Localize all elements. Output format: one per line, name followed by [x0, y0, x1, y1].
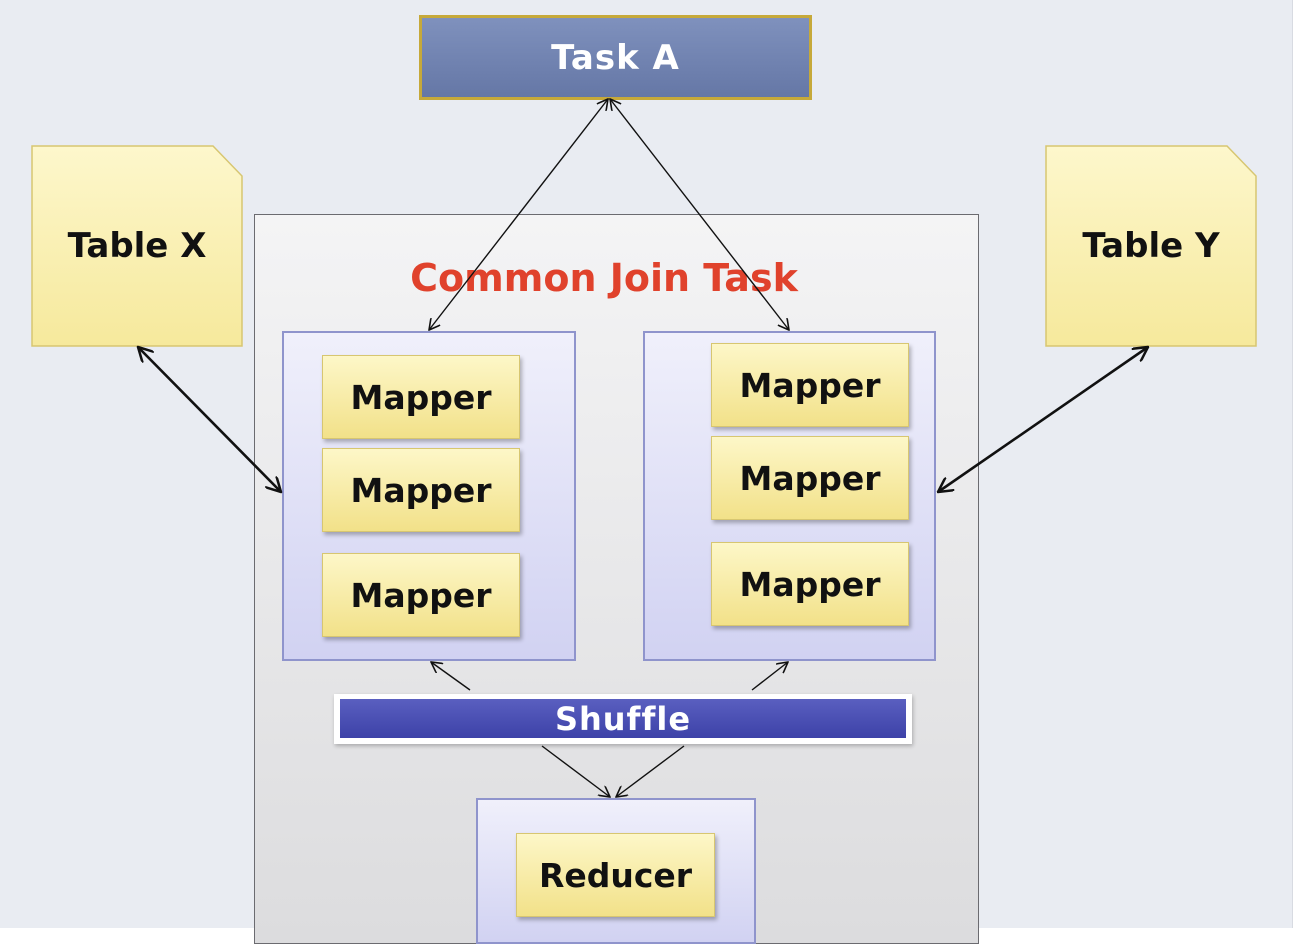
arrow-task-a-left-group [429, 99, 608, 330]
table-x-card: Table X [31, 145, 243, 347]
table-y-card: Table Y [1045, 145, 1257, 347]
reducer-box: Reducer [516, 833, 715, 917]
arrow-table-y-right-group [938, 347, 1148, 492]
left-mapper-1-label: Mapper [350, 377, 492, 417]
left-mapper-2-label: Mapper [350, 470, 492, 510]
left-mapper-2: Mapper [322, 448, 520, 532]
task-a-label: Task A [551, 37, 680, 78]
shuffle-label: Shuffle [340, 699, 906, 738]
right-mapper-2-label: Mapper [739, 458, 881, 498]
arrow-task-a-right-group [610, 99, 789, 330]
reducer-label: Reducer [538, 855, 693, 895]
right-mapper-1: Mapper [711, 343, 909, 427]
arrow-shuffle-reducer-right [616, 745, 685, 797]
right-mapper-3: Mapper [711, 542, 909, 626]
arrow-shuffle-left-group [431, 662, 471, 691]
shuffle-bar: Shuffle [334, 694, 912, 744]
left-mapper-1: Mapper [322, 355, 520, 439]
table-y-label: Table Y [1082, 226, 1220, 266]
arrow-shuffle-reducer-left [541, 745, 610, 797]
right-mapper-1-label: Mapper [739, 365, 881, 405]
right-mapper-2: Mapper [711, 436, 909, 520]
table-y-card-shape [1045, 145, 1257, 347]
left-mapper-3: Mapper [322, 553, 520, 637]
arrow-shuffle-right-group [751, 662, 788, 691]
left-mapper-3-label: Mapper [350, 575, 492, 615]
right-mapper-3-label: Mapper [739, 564, 881, 604]
arrow-table-x-left-group [138, 347, 281, 492]
table-x-label: Table X [67, 226, 207, 266]
table-x-card-shape [31, 145, 243, 347]
